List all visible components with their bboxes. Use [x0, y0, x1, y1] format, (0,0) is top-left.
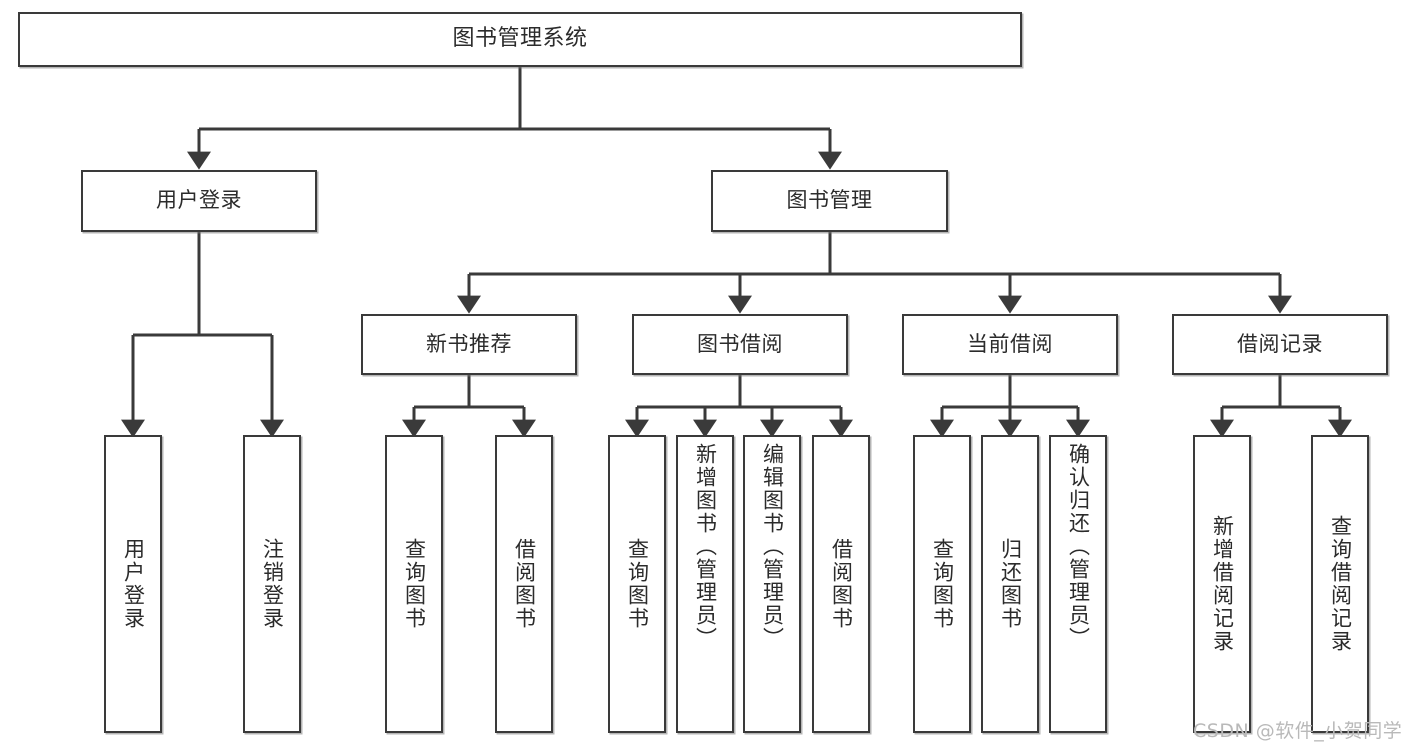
node-label: 借阅图书	[829, 538, 854, 630]
node-borrow-record[interactable]: 借阅记录	[1172, 314, 1388, 375]
node-label: 注销登录	[260, 538, 285, 630]
node-label: 编辑图书（管理员）	[760, 443, 785, 650]
node-current-borrow[interactable]: 当前借阅	[902, 314, 1118, 375]
leaf-book-borrow-add[interactable]: 新增图书（管理员）	[676, 435, 734, 733]
leaf-borrow-record-add[interactable]: 新增借阅记录	[1193, 435, 1251, 733]
node-label: 查询图书	[930, 538, 955, 630]
leaf-current-borrow-return[interactable]: 归还图书	[981, 435, 1039, 733]
leaf-current-borrow-query[interactable]: 查询图书	[913, 435, 971, 733]
node-label: 新增图书（管理员）	[693, 443, 718, 650]
node-book-borrow[interactable]: 图书借阅	[632, 314, 848, 375]
node-label: 用户登录	[156, 188, 242, 213]
leaf-book-borrow-borrow[interactable]: 借阅图书	[812, 435, 870, 733]
node-label: 图书管理	[786, 188, 873, 213]
node-label: 图书借阅	[697, 331, 783, 356]
leaf-new-book-borrow[interactable]: 借阅图书	[495, 435, 553, 733]
node-label: 新书推荐	[426, 331, 512, 356]
leaf-user-login-logout[interactable]: 注销登录	[243, 435, 301, 733]
csdn-watermark: CSDN @软件_小贺同学	[1193, 720, 1403, 742]
node-label: 查询借阅记录	[1328, 515, 1353, 653]
leaf-book-borrow-edit[interactable]: 编辑图书（管理员）	[743, 435, 801, 733]
node-user-login[interactable]: 用户登录	[81, 170, 317, 232]
node-root-system[interactable]: 图书管理系统	[18, 12, 1022, 67]
node-label: 用户登录	[121, 538, 146, 630]
leaf-book-borrow-query[interactable]: 查询图书	[608, 435, 666, 733]
leaf-new-book-query[interactable]: 查询图书	[385, 435, 443, 733]
node-label: 图书管理系统	[452, 26, 588, 52]
node-label: 确认归还（管理员）	[1066, 443, 1091, 650]
node-label: 归还图书	[998, 538, 1023, 630]
node-label: 查询图书	[625, 538, 650, 630]
node-label: 当前借阅	[967, 331, 1053, 356]
leaf-user-login-login[interactable]: 用户登录	[104, 435, 162, 733]
node-label: 新增借阅记录	[1210, 515, 1235, 653]
node-label: 查询图书	[402, 538, 427, 630]
node-book-management[interactable]: 图书管理	[711, 170, 948, 232]
node-new-book-recommend[interactable]: 新书推荐	[361, 314, 577, 375]
node-label: 借阅图书	[512, 538, 537, 630]
leaf-current-borrow-confirm-return[interactable]: 确认归还（管理员）	[1049, 435, 1107, 733]
node-label: 借阅记录	[1237, 331, 1323, 356]
leaf-borrow-record-query[interactable]: 查询借阅记录	[1311, 435, 1369, 733]
